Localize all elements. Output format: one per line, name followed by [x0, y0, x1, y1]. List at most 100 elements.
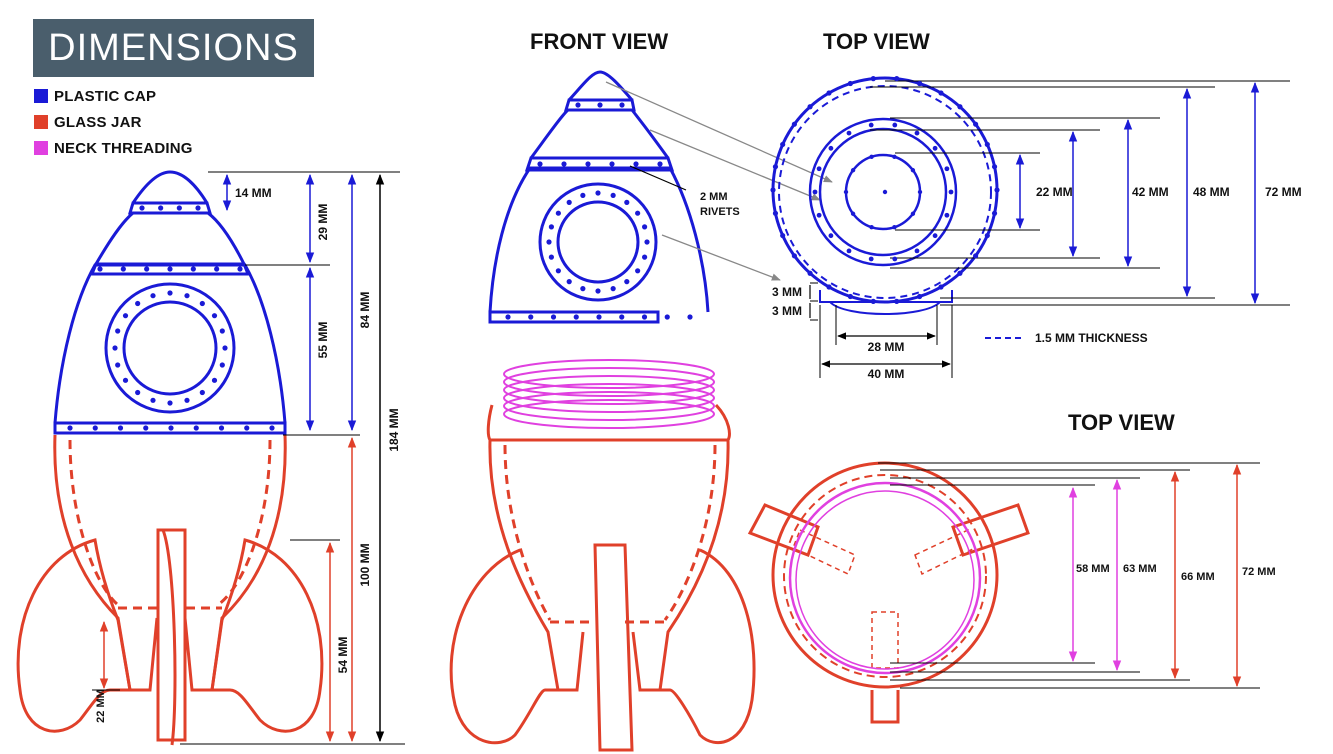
- rivet-dot: [595, 288, 601, 294]
- rivet-dot: [910, 211, 916, 216]
- dim-tip-label: 14 MM: [235, 186, 272, 200]
- rivet-dot: [807, 104, 813, 110]
- rivet-dot: [595, 190, 601, 196]
- jar-dim-72-label: 72 MM: [1242, 566, 1276, 578]
- rivet-dot: [219, 362, 225, 368]
- legend-swatch-cap: [34, 89, 48, 103]
- rivet-dot: [244, 425, 250, 431]
- cap-dim-3a-label: 3 MM: [772, 285, 802, 299]
- dim-cap-top-label: 29 MM: [316, 204, 330, 241]
- rivet-dot: [566, 199, 572, 205]
- rivet-dot: [555, 210, 561, 216]
- rivet-dot: [619, 102, 625, 108]
- side-jar-body: [16, 434, 324, 746]
- rivet-dot: [139, 205, 145, 211]
- top-jar-dimensions: 58 MM 63 MM 66 MM 72 MM: [878, 462, 1276, 689]
- rivet-dot: [624, 199, 630, 205]
- legend-label: PLASTIC CAP: [54, 87, 157, 105]
- cap-dim-22-label: 22 MM: [1036, 185, 1073, 199]
- dim-cap-mid-label: 55 MM: [316, 322, 330, 359]
- rivet-dot: [112, 345, 118, 351]
- rivet-dot: [917, 189, 923, 195]
- rivet-dot: [914, 130, 920, 136]
- rivet-dot: [826, 90, 832, 96]
- legend-label: NECK THREADING: [54, 139, 193, 157]
- rivet-dot: [633, 161, 639, 167]
- cap-dim-42-label: 42 MM: [1132, 185, 1169, 199]
- rivet-dot: [642, 224, 648, 230]
- rivet-dot: [624, 279, 630, 285]
- rivet-dot: [269, 425, 275, 431]
- rivet-dot: [218, 425, 225, 431]
- cap-top-view-title: TOP VIEW: [823, 29, 930, 54]
- rivet-dot: [850, 168, 856, 173]
- rivet-dot: [869, 154, 874, 160]
- rivet-dot: [167, 266, 173, 272]
- rivet-dot: [892, 122, 898, 128]
- rivet-dot: [575, 102, 581, 108]
- rivet-dot: [882, 189, 888, 195]
- rivet-dot: [585, 161, 591, 167]
- jar-top-view-title: TOP VIEW: [1068, 410, 1175, 435]
- rivet-dot: [957, 270, 963, 276]
- rivet-dot: [222, 345, 228, 351]
- rivet-dot: [894, 76, 900, 82]
- rivet-dot: [948, 189, 954, 195]
- rivet-dot: [938, 90, 944, 96]
- dim-cap-total-label: 84 MM: [358, 292, 372, 329]
- rivet-dot: [120, 266, 126, 272]
- rivet-dot: [772, 164, 779, 170]
- dim-jar-label: 100 MM: [358, 543, 372, 586]
- rivet-dot: [580, 192, 586, 198]
- rivet-dot: [537, 161, 543, 167]
- rivet-dot: [917, 80, 923, 87]
- rivet-dot: [211, 377, 218, 383]
- cap-dim-48-label: 48 MM: [1193, 185, 1230, 199]
- rivet-dot: [868, 256, 874, 262]
- front-view-title: FRONT VIEW: [530, 29, 669, 54]
- rivet-dot: [92, 425, 98, 431]
- rivet-dot: [850, 211, 856, 216]
- rivets-note-line1: 2 MM: [700, 191, 728, 203]
- rivet-dot: [994, 187, 1000, 193]
- rivet-dot: [199, 389, 205, 396]
- jar-dim-66-label: 66 MM: [1181, 571, 1215, 583]
- rivet-dot: [770, 187, 776, 193]
- page-title: DIMENSIONS: [48, 26, 299, 69]
- top-view-jar: [747, 461, 1030, 724]
- rivet-dot: [957, 104, 963, 110]
- rivet-dot: [184, 397, 190, 403]
- legend-item-neck-threading: NECK THREADING: [34, 135, 193, 161]
- rivet-dot: [548, 224, 554, 230]
- rivet-dot: [609, 161, 615, 167]
- rivet-dot: [843, 189, 849, 195]
- rivet-dot: [193, 425, 199, 431]
- rivet-dot: [528, 314, 534, 320]
- rivet-dot: [944, 166, 950, 172]
- front-view-cap: [488, 70, 710, 324]
- rivet-dot: [791, 253, 797, 259]
- rivet-dot: [910, 168, 916, 173]
- legend-swatch-thread: [34, 141, 48, 155]
- dim-fin-label: 54 MM: [336, 637, 350, 674]
- rivet-dot: [641, 314, 648, 320]
- rivet-dot: [991, 210, 998, 216]
- thickness-note: 1.5 MM THICKNESS: [1035, 331, 1148, 345]
- rivet-dot: [135, 389, 141, 396]
- rivet-dot: [826, 284, 832, 290]
- side-cap: [53, 170, 287, 435]
- rivet-dot: [548, 254, 554, 260]
- rivet-dot: [195, 205, 201, 211]
- rivet-dot: [828, 145, 834, 151]
- rivet-dot: [932, 145, 938, 151]
- rivet-dot: [566, 279, 572, 285]
- legend-swatch-jar: [34, 115, 48, 129]
- rivet-dot: [642, 254, 648, 260]
- title-banner: DIMENSIONS: [33, 19, 314, 77]
- rivets-note-line2: RIVETS: [700, 206, 740, 218]
- rivet-dot: [184, 293, 190, 299]
- rivet-dot: [115, 328, 121, 334]
- rivet-dot: [546, 239, 552, 245]
- rivet-dot: [664, 314, 670, 320]
